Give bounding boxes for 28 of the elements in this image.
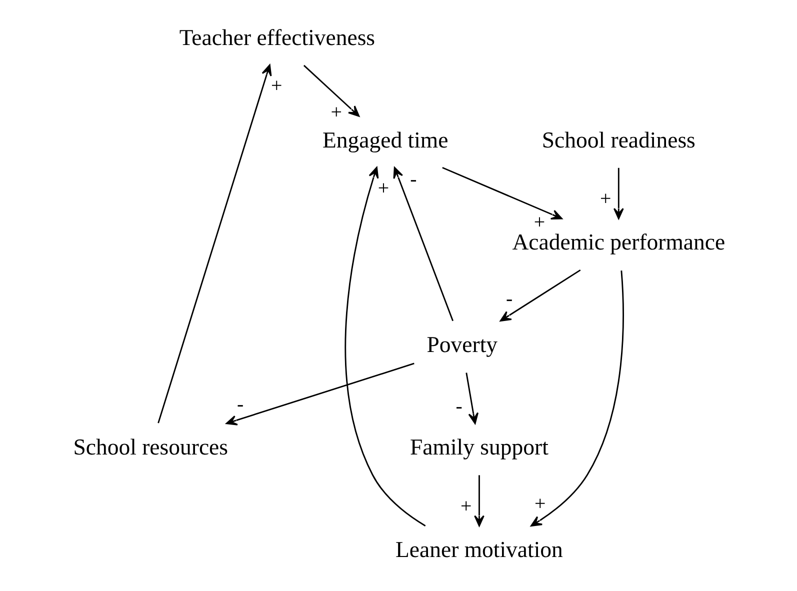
edge-label: - [410,168,417,191]
edge-label: - [506,288,513,310]
edge-label: - [456,395,462,418]
node-text: Leaner motivation [396,536,563,562]
arrow [442,166,562,220]
arrow [474,475,484,527]
node-text: Family support [410,434,548,460]
arrow [303,64,360,117]
arrow [466,372,479,424]
node-text: Poverty [426,332,498,358]
edge-label: + [378,178,390,200]
node-text: Engaged time [322,127,448,152]
arrow [226,362,414,426]
arrow [500,269,581,322]
edge-label: + [330,101,342,124]
node-text: School resources [73,434,228,460]
arrow [613,168,624,220]
arrow [530,270,624,527]
node-text: School readiness [542,127,696,152]
node-text: Teacher effectiveness [179,24,376,50]
edge-label: + [600,188,612,210]
arrow [393,166,454,322]
arrow [344,166,426,526]
edge-label: + [460,495,472,518]
edge-label: - [237,394,244,416]
edge-label: + [270,75,282,98]
edge-label: + [534,493,546,516]
arrow [158,64,272,424]
